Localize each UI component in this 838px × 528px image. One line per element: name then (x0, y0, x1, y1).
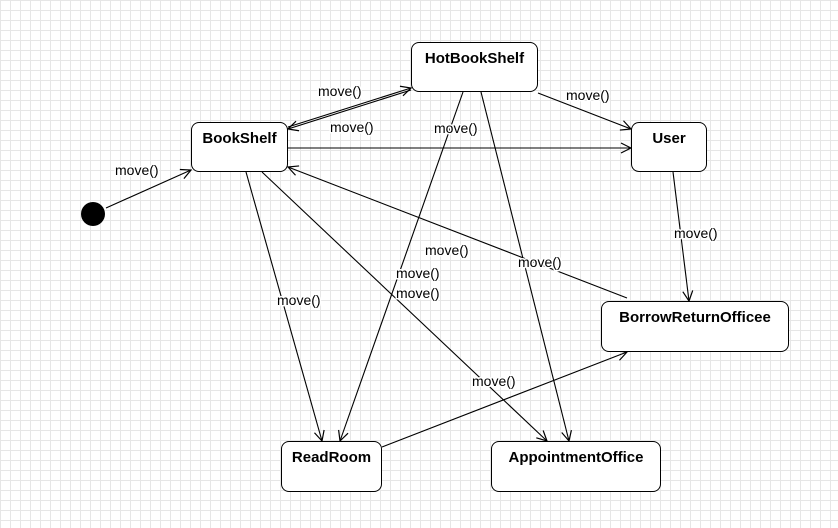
state-readroom-label: ReadRoom (291, 449, 372, 466)
edge-hotbookshelf-to-user[interactable] (537, 92, 631, 129)
state-bookshelf-label: BookShelf (202, 130, 277, 147)
edge-label-hotbookshelf-to-appointment: move() (518, 254, 562, 270)
state-user-label: User (652, 130, 686, 147)
state-appointmentoffice-label: AppointmentOffice (508, 449, 644, 466)
edge-initial-to-bookshelf[interactable] (105, 170, 191, 209)
edge-label-bookshelf-to-appointment: move() (396, 285, 440, 301)
edge-label-hotbookshelf-to-readroom: move() (396, 265, 440, 281)
edge-hotbookshelf-to-bookshelf[interactable] (288, 89, 412, 129)
edge-hotbookshelf-to-appointment[interactable] (480, 91, 569, 441)
edge-label-readroom-to-borrowreturn: move() (472, 373, 516, 389)
edge-label-hotbookshelf-to-bookshelf: move() (330, 119, 374, 135)
edge-label-bookshelf-to-readroom: move() (277, 292, 321, 308)
state-bookshelf[interactable]: BookShelf (191, 122, 288, 172)
edge-bookshelf-to-readroom[interactable] (245, 171, 322, 441)
state-readroom[interactable]: ReadRoom (281, 441, 382, 492)
edge-label-initial-to-bookshelf: move() (115, 162, 159, 178)
initial-state[interactable] (81, 202, 105, 226)
edge-borrowreturn-to-bookshelf[interactable] (288, 167, 628, 299)
state-hotbookshelf-label: HotBookShelf (424, 50, 525, 67)
edge-hotbookshelf-to-readroom[interactable] (340, 91, 464, 441)
state-borrowreturnofficee-label: BorrowReturnOfficee (619, 309, 771, 326)
edge-label-bookshelf-to-hotbookshelf: move() (318, 83, 362, 99)
edge-label-extra: move() (434, 120, 478, 136)
edge-label-hotbookshelf-to-user: move() (566, 87, 610, 103)
edge-bookshelf-to-appointment[interactable] (261, 171, 547, 441)
edge-label-borrowreturn-to-bookshelf: move() (425, 242, 469, 258)
state-appointmentoffice[interactable]: AppointmentOffice (491, 441, 661, 492)
state-borrowreturnofficee[interactable]: BorrowReturnOfficee (601, 301, 789, 352)
edge-bookshelf-to-hotbookshelf[interactable] (287, 88, 411, 128)
state-user[interactable]: User (631, 122, 707, 172)
edge-readroom-to-borrowreturn[interactable] (381, 352, 627, 448)
edge-label-user-to-borrowreturn: move() (674, 225, 718, 241)
state-hotbookshelf[interactable]: HotBookShelf (411, 42, 538, 92)
edge-user-to-borrowreturn[interactable] (672, 171, 689, 301)
